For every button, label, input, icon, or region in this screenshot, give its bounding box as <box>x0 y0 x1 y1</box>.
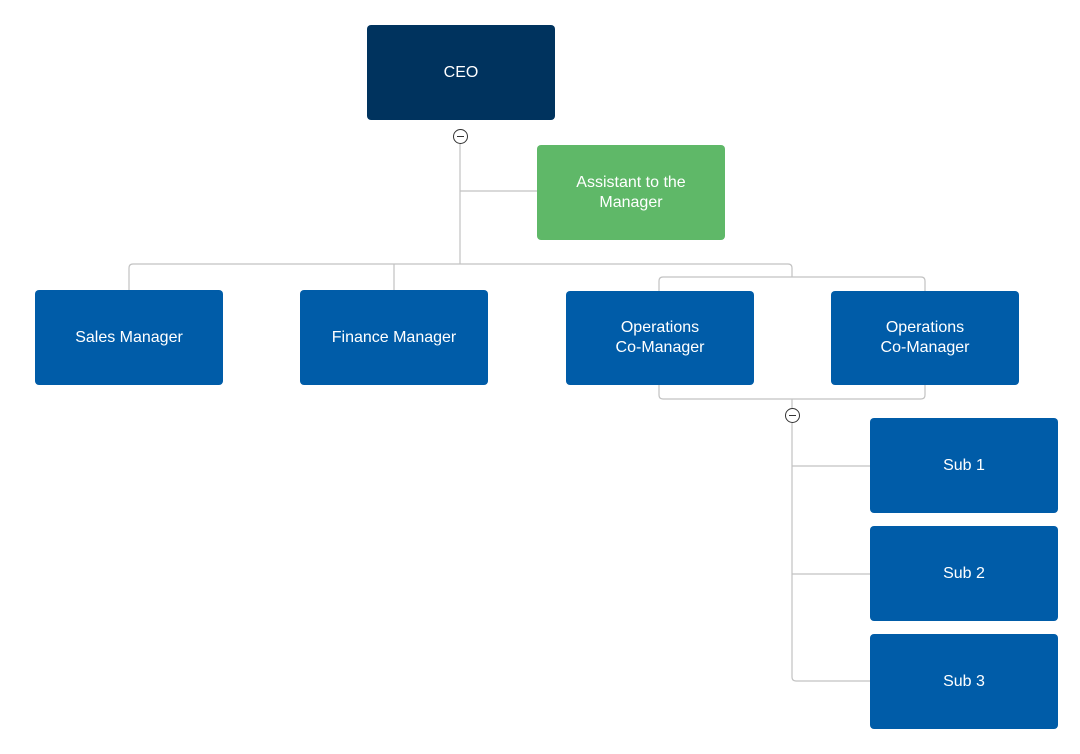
assistant-node[interactable]: Assistant to the Manager <box>537 145 725 240</box>
sales-manager-label: Sales Manager <box>75 328 183 346</box>
operations-co-manager-1-label: Operations Co-Manager <box>615 319 705 356</box>
finance-manager-node[interactable]: Finance Manager <box>300 290 488 385</box>
co-manager-group-top <box>658 276 926 291</box>
sub-2-label: Sub 2 <box>943 564 985 582</box>
sub-3-node[interactable]: Sub 3 <box>870 634 1058 729</box>
sub-trunk-line-lower <box>791 423 870 682</box>
ceo-node[interactable]: CEO <box>367 25 555 120</box>
manager-bus-line <box>128 263 793 290</box>
minus-circle-icon[interactable] <box>453 129 468 144</box>
minus-circle-icon[interactable] <box>785 408 800 423</box>
assistant-label: Assistant to the Manager <box>576 173 686 211</box>
sub-2-node[interactable]: Sub 2 <box>870 526 1058 621</box>
finance-manager-label: Finance Manager <box>331 328 457 346</box>
ceo-label: CEO <box>443 63 479 81</box>
co-manager-group-bottom <box>658 385 926 400</box>
sales-manager-node[interactable]: Sales Manager <box>35 290 223 385</box>
operations-co-manager-2-node[interactable]: Operations Co-Manager <box>831 291 1019 385</box>
sub-3-label: Sub 3 <box>943 672 985 690</box>
operations-co-manager-1-node[interactable]: Operations Co-Manager <box>566 291 754 385</box>
sub-1-label: Sub 1 <box>943 456 985 474</box>
sub-1-node[interactable]: Sub 1 <box>870 418 1058 513</box>
operations-co-manager-2-label: Operations Co-Manager <box>880 319 970 356</box>
